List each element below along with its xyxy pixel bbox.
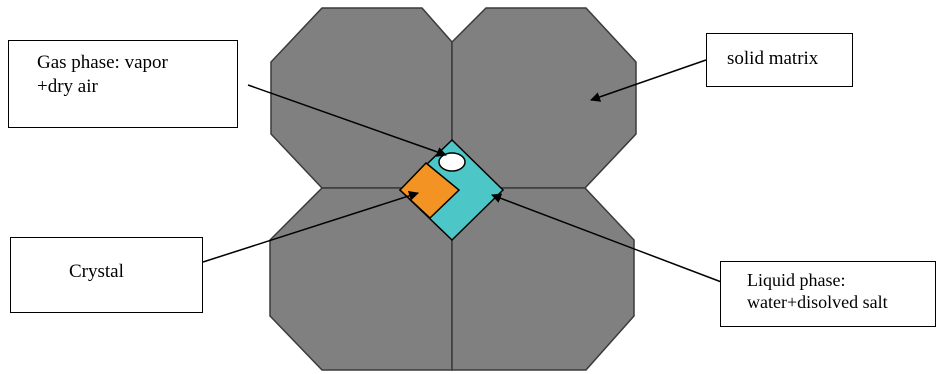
liquid-phase-label: Liquid phase: water+disolved salt [720,261,936,327]
solid-grain-bottom-right [452,188,634,370]
solid-grain-top-left [271,8,452,188]
solid-grain-bottom-left [270,188,452,370]
gas-bubble [439,153,465,171]
crystal-label: Crystal [10,237,203,313]
solid-grain-top-right [452,8,636,188]
solid-matrix-label: solid matrix [706,33,853,87]
gas-phase-label: Gas phase: vapor +dry air [8,40,238,128]
